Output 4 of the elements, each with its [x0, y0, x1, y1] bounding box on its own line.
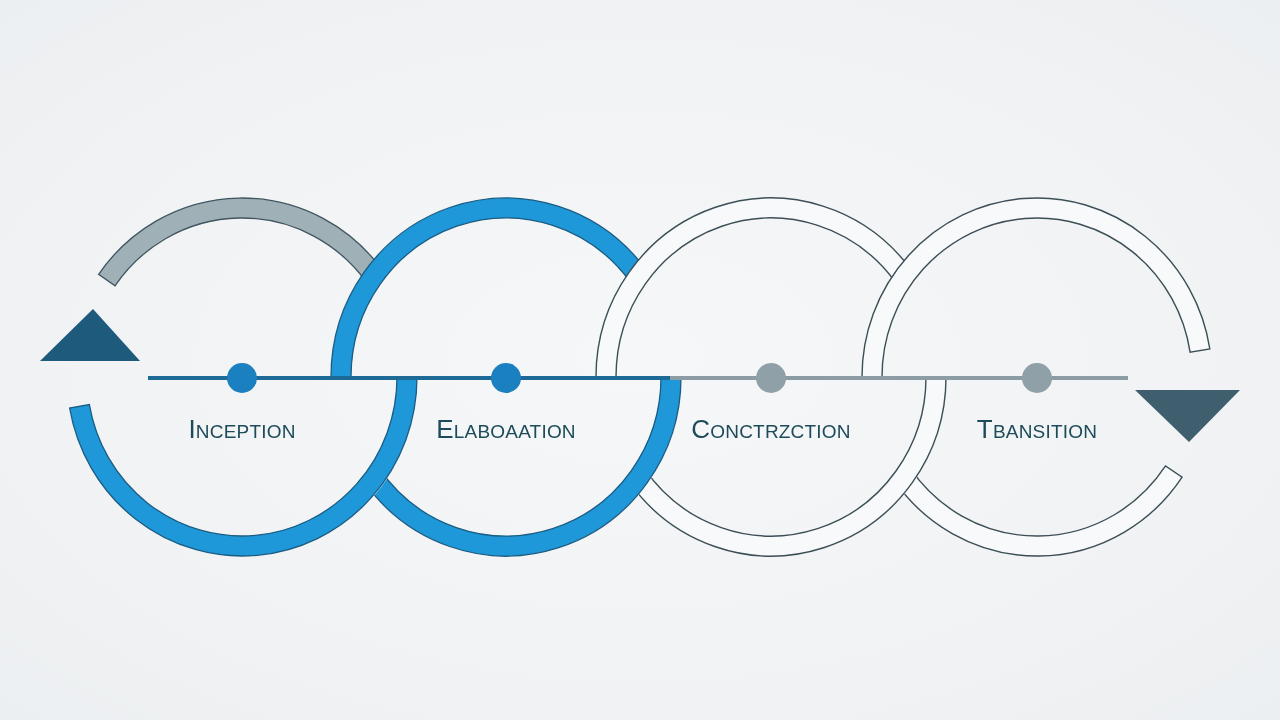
phase-label: CONCTRZCTION	[691, 416, 851, 445]
phase-label: ELABOAATION	[436, 416, 576, 445]
phase-label: TBANSITION	[976, 416, 1098, 445]
phase-label: INCEPTION	[188, 416, 296, 445]
